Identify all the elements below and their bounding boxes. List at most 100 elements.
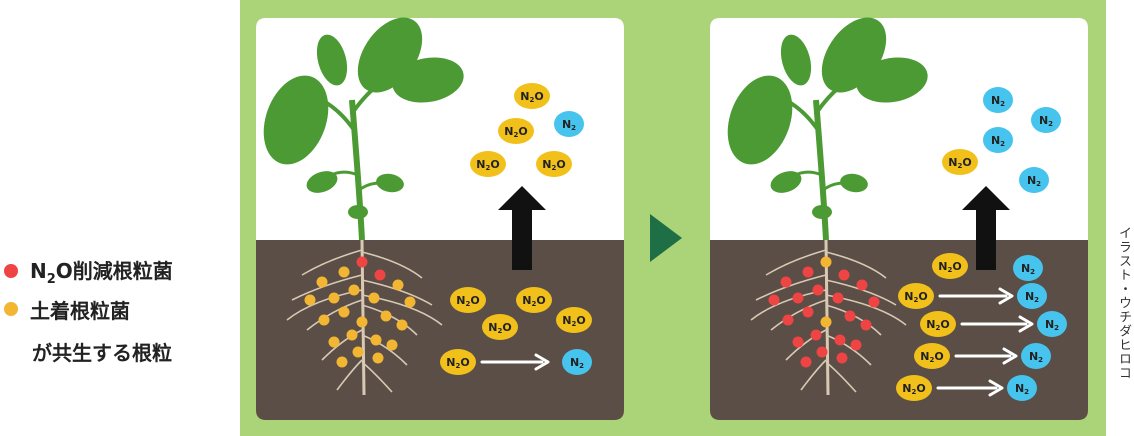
n2-molecule: N2 (1013, 255, 1043, 281)
lateral-root (336, 359, 363, 391)
n2o-label: N2O (926, 318, 949, 332)
yellow-nodule (356, 316, 368, 328)
n2-label: N2 (562, 118, 576, 132)
yellow-nodule (316, 276, 328, 288)
yellow-nodule (820, 316, 832, 328)
n2-molecule: N2 (1037, 311, 1067, 337)
molecule-bubble (896, 375, 932, 401)
n2-molecule: N2 (562, 349, 592, 375)
red-nodule (834, 334, 846, 346)
conversion-arrow (938, 287, 1014, 305)
n2o-label: N2O (542, 158, 565, 172)
n2o-molecule: N2O (450, 287, 486, 313)
red-nodule (792, 336, 804, 348)
leaf (840, 173, 868, 193)
upward-arrow-shaft (512, 208, 532, 270)
illustration-credit: イラスト・ウチダヒロコ (1116, 226, 1131, 380)
n2o-molecule: N2O (470, 151, 506, 177)
red-nodule (800, 356, 812, 368)
n2-label: N2 (1045, 318, 1059, 332)
red-nodule (780, 276, 792, 288)
n2-molecule: N2 (1021, 343, 1051, 369)
yellow-nodule (386, 339, 398, 351)
leaf (812, 205, 832, 219)
molecule-bubble (983, 87, 1013, 113)
n2o-label: N2O (562, 314, 585, 328)
n2o-label: N2O (904, 290, 927, 304)
n2o-label: N2O (456, 294, 479, 308)
n2-label: N2 (991, 134, 1005, 148)
n2o-molecule: N2O (482, 314, 518, 340)
nodules (304, 256, 416, 368)
n2o-label: N2O (522, 294, 545, 308)
molecule-bubble (556, 307, 592, 333)
leaf (727, 75, 793, 165)
molecule-bubble (470, 151, 506, 177)
molecule-bubble (498, 118, 534, 144)
lateral-root (770, 299, 827, 331)
red-nodule (844, 310, 856, 322)
next-arrow-triangle (650, 214, 682, 262)
yellow-nodule (318, 314, 330, 326)
red-nodule (792, 292, 804, 304)
lateral-root (825, 304, 882, 336)
yellow-nodule (352, 346, 364, 358)
red-nodule (812, 284, 824, 296)
red-nodule (816, 346, 828, 358)
n2o-molecule: N2O (516, 287, 552, 313)
lateral-root (785, 329, 827, 361)
molecule-bubble (1017, 283, 1047, 309)
red-nodule (850, 339, 862, 351)
n2o-molecule: N2O (514, 83, 550, 109)
legend-label-native: 土着根粒菌 (30, 298, 130, 323)
soil-area (710, 240, 1088, 420)
yellow-nodule (338, 266, 350, 278)
upward-arrow-head (498, 186, 546, 210)
leaf (392, 57, 464, 103)
n2-molecule: N2 (554, 111, 584, 137)
molecule-bubble (932, 253, 968, 279)
lateral-root (825, 251, 887, 279)
n2o-molecule: N2O (536, 151, 572, 177)
n2-molecule: N2 (1017, 283, 1047, 309)
molecule-bubble (1019, 167, 1049, 193)
legend-item-native: 土着根粒菌 (0, 293, 130, 325)
n2o-molecule: N2O (440, 349, 476, 375)
lateral-root (301, 249, 363, 276)
red-nodule (810, 329, 822, 341)
n2-molecule: N2 (983, 87, 1013, 113)
n2o-label: N2O (446, 356, 469, 370)
soybean-plant (727, 17, 928, 241)
upward-arrow-head (962, 186, 1010, 210)
red-nodule (836, 352, 848, 364)
n2o-label: N2O (938, 260, 961, 274)
n2o-molecule: N2O (898, 283, 934, 309)
molecule-bubble (1037, 311, 1067, 337)
red-nodule-dot (4, 264, 18, 278)
leaf (306, 171, 338, 193)
yellow-nodule (338, 306, 350, 318)
legend-label-reducing: N2O削減根粒菌 (30, 259, 173, 287)
yellow-nodule (820, 256, 832, 268)
n2o-molecule: N2O (556, 307, 592, 333)
yellow-nodule-dot (4, 302, 18, 316)
n2-label: N2 (1027, 174, 1041, 188)
red-nodule (802, 306, 814, 318)
n2o-molecule: N2O (896, 375, 932, 401)
leaf (348, 205, 368, 219)
yellow-nodule (328, 336, 340, 348)
molecule-bubble (536, 151, 572, 177)
n2o-label: N2O (504, 125, 527, 139)
nodules (768, 256, 880, 368)
lateral-root (825, 279, 897, 306)
n2-molecule: N2 (1031, 107, 1061, 133)
molecule-bubble (482, 314, 518, 340)
n2-molecule: N2 (1019, 167, 1049, 193)
yellow-nodule (370, 334, 382, 346)
yellow-nodule (372, 352, 384, 364)
leaf (780, 34, 812, 86)
